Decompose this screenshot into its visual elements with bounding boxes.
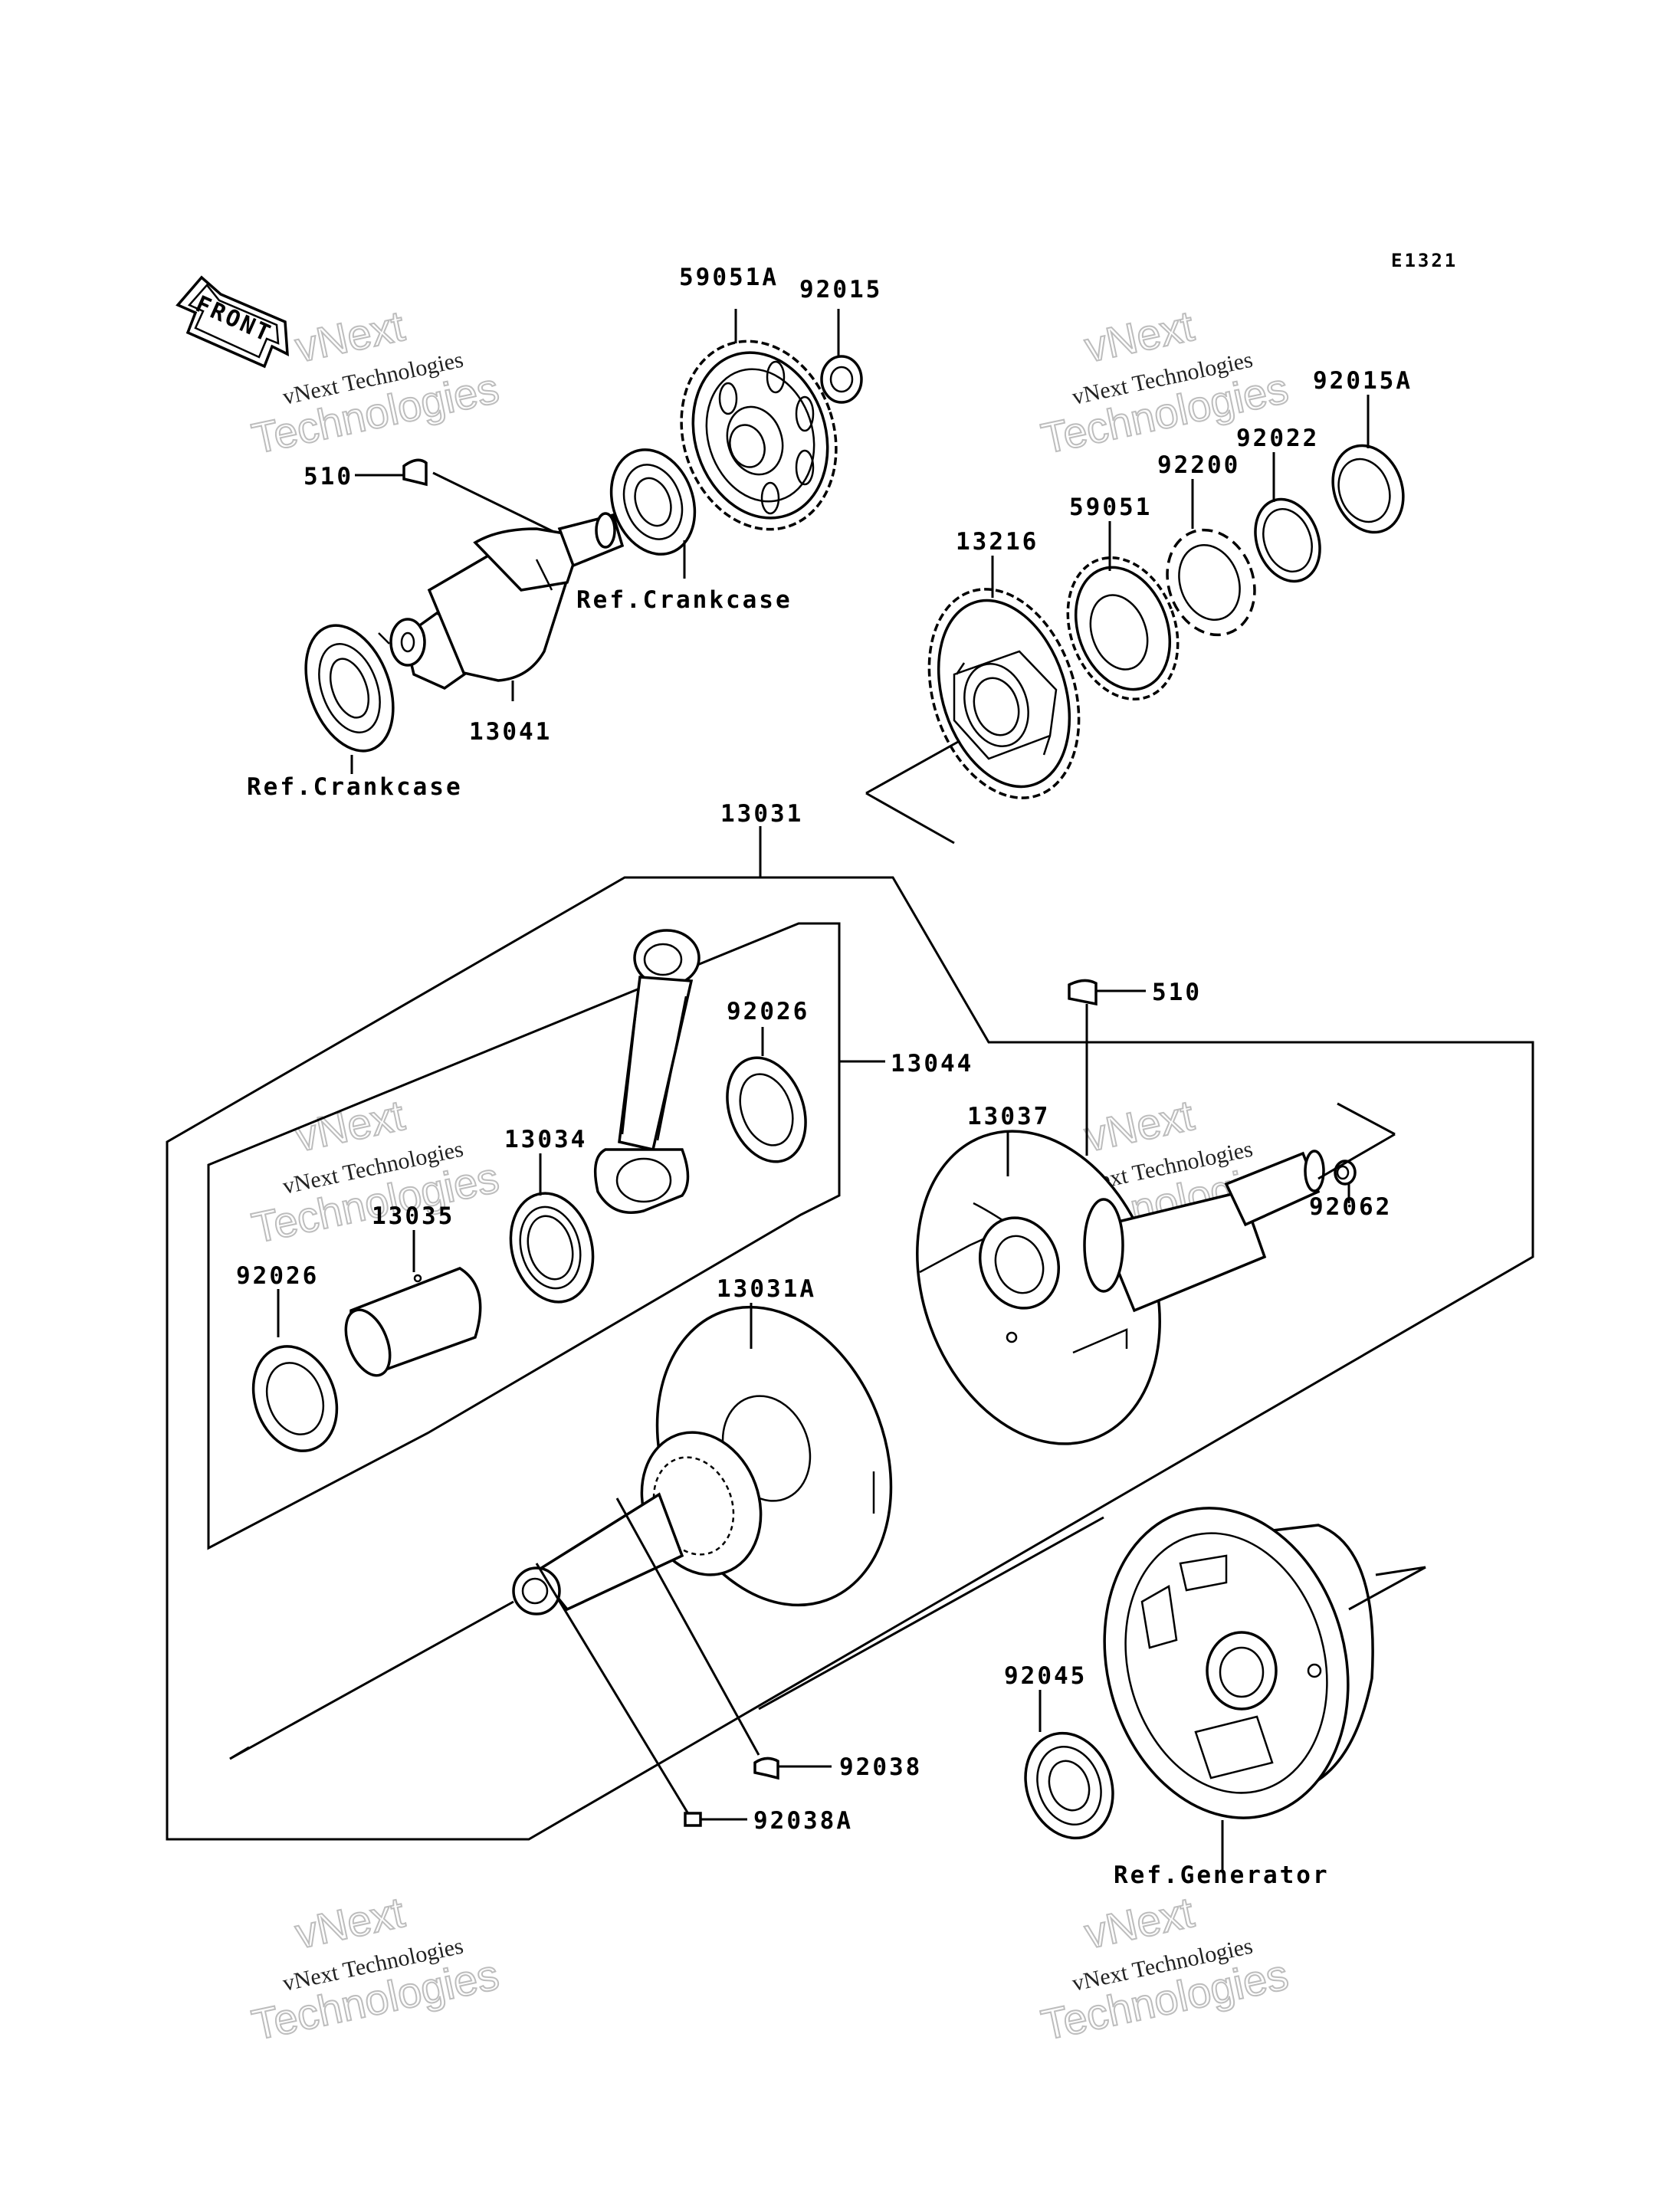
lockwasher-92200 bbox=[1166, 528, 1256, 637]
assembly-outline-13031 bbox=[166, 876, 1534, 1841]
crank-half-13031A bbox=[512, 1305, 893, 1615]
label-13031A: 13031A bbox=[717, 1275, 816, 1303]
thrust-washer bbox=[726, 1056, 807, 1163]
label-13031: 13031 bbox=[720, 800, 803, 828]
label-92022: 92022 bbox=[1236, 425, 1319, 452]
balancer-shaft bbox=[389, 512, 625, 690]
label-92062: 92062 bbox=[1309, 1193, 1392, 1221]
watermark: vNext vNext Technologies Technologies bbox=[247, 300, 504, 464]
needle-bearing bbox=[509, 1192, 595, 1304]
svg-text:vNext: vNext bbox=[291, 1091, 409, 1160]
watermark: vNext vNext Technologies Technologies bbox=[1036, 1887, 1293, 2050]
gear-59051 bbox=[1066, 556, 1180, 701]
label-13037: 13037 bbox=[967, 1103, 1050, 1130]
woodruff-key bbox=[402, 458, 428, 487]
svg-text:vNext: vNext bbox=[291, 1888, 409, 1957]
label-59051: 59051 bbox=[1069, 494, 1152, 521]
svg-text:vNext: vNext bbox=[1081, 301, 1199, 371]
label-92026-left: 92026 bbox=[236, 1262, 319, 1290]
svg-text:vNext: vNext bbox=[1081, 1091, 1199, 1160]
ball-bearing bbox=[304, 624, 395, 753]
label-92038: 92038 bbox=[839, 1753, 922, 1781]
key-92038 bbox=[753, 1757, 779, 1780]
label-510-mid: 510 bbox=[1152, 979, 1202, 1006]
label-13041: 13041 bbox=[469, 718, 552, 746]
generator-rotor bbox=[1103, 1507, 1374, 1819]
label-92015: 92015 bbox=[799, 276, 882, 303]
assembly-outline-13044 bbox=[207, 922, 841, 1550]
connecting-rod bbox=[593, 929, 701, 1214]
label-13044: 13044 bbox=[891, 1050, 973, 1078]
gear-13216 bbox=[927, 588, 1081, 799]
label-13034: 13034 bbox=[504, 1126, 587, 1153]
label-92045: 92045 bbox=[1004, 1662, 1087, 1690]
svg-text:vNext: vNext bbox=[1081, 1888, 1199, 1957]
label-ref-crankcase-upper: Ref.Crankcase bbox=[576, 586, 792, 614]
crankpin bbox=[344, 1267, 482, 1377]
gear-59051A bbox=[680, 339, 838, 531]
label-13035: 13035 bbox=[372, 1202, 454, 1230]
ball-bearing bbox=[609, 448, 697, 556]
label-92026-top: 92026 bbox=[727, 998, 809, 1025]
diagram-id: E1321 bbox=[1391, 250, 1458, 271]
woodruff-key bbox=[1068, 979, 1098, 1006]
label-510-top: 510 bbox=[304, 463, 353, 490]
label-ref-crankcase-lower: Ref.Crankcase bbox=[247, 773, 463, 801]
crank-half-13037 bbox=[916, 1130, 1325, 1445]
label-92038A: 92038A bbox=[753, 1807, 853, 1835]
key-92038A bbox=[684, 1812, 702, 1827]
nut-92015A bbox=[1331, 444, 1405, 534]
washer-92022 bbox=[1254, 497, 1321, 583]
svg-text:vNext: vNext bbox=[291, 301, 409, 371]
ball-bearing-92045 bbox=[1024, 1731, 1114, 1840]
thrust-washer bbox=[251, 1345, 339, 1452]
front-arrow-icon: FRONT bbox=[176, 275, 289, 369]
bolt-92062 bbox=[1334, 1160, 1357, 1186]
label-92200: 92200 bbox=[1157, 451, 1240, 479]
nut-92015 bbox=[820, 355, 863, 404]
label-92015A: 92015A bbox=[1313, 367, 1413, 395]
watermark: vNext vNext Technologies Technologies bbox=[247, 1887, 504, 2050]
label-ref-generator: Ref.Generator bbox=[1114, 1862, 1330, 1889]
label-13216: 13216 bbox=[956, 528, 1039, 556]
label-59051A: 59051A bbox=[679, 264, 779, 291]
